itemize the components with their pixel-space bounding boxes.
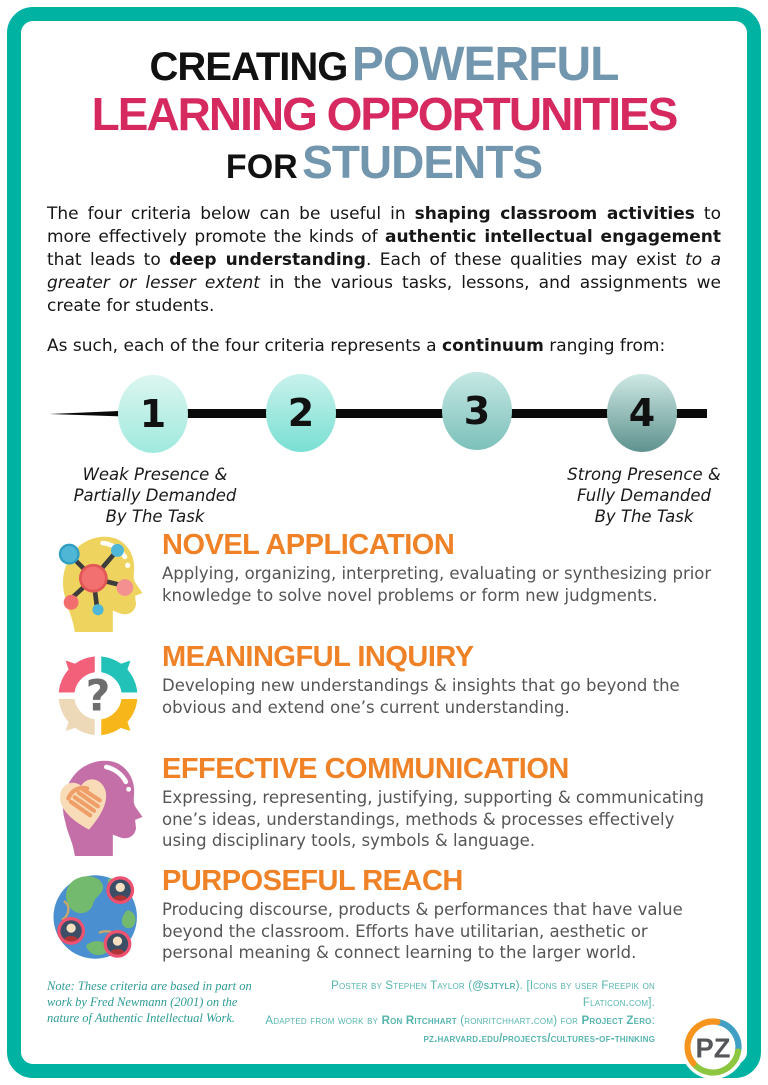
footer: Note: These criteria are based in part o… (47, 978, 721, 1049)
question-arrows-icon: ? (47, 642, 149, 744)
head-network-icon (47, 530, 149, 632)
continuum-weak-label: Weak Presence & Partially Demanded By Th… (73, 464, 237, 526)
continuum-point-4: 4 (607, 373, 677, 452)
title-line-3: FOR STUDENTS (47, 139, 721, 185)
criterion-description: Developing new understandings & insights… (162, 676, 680, 717)
svg-text:2: 2 (288, 391, 314, 435)
svg-text:4: 4 (629, 391, 655, 435)
criterion-description: Expressing, representing, justifying, su… (162, 788, 704, 851)
title-learning-opportunities: LEARNING OPPORTUNITIES (91, 88, 679, 140)
project-zero-logo: PZ (680, 1014, 746, 1080)
footer-note: Note: These criteria are based in part o… (47, 978, 252, 1026)
title-powerful: POWERFUL (351, 38, 620, 91)
criterion-description: Applying, organizing, interpreting, eval… (162, 564, 712, 605)
title-students: STUDENTS (302, 136, 543, 188)
criterion-purposeful-reach: PURPOSEFUL REACH Producing discourse, pr… (47, 864, 721, 968)
title-for: FOR (225, 148, 298, 186)
poster-title: CREATING POWERFUL LEARNING OPPORTUNITIES… (47, 41, 721, 186)
intro-paragraph: The four criteria below can be useful in… (47, 204, 722, 317)
criterion-title: NOVEL APPLICATION (162, 528, 455, 561)
footer-credits: Poster by Stephen Taylor (@sjtylr). [Ico… (265, 978, 721, 1049)
title-line-2: LEARNING OPPORTUNITIES (47, 91, 721, 137)
continuum-point-2: 2 (266, 373, 336, 452)
pz-logo-text: PZ (696, 1032, 731, 1063)
heart-hand-head-icon (47, 754, 149, 856)
poster-frame: CREATING POWERFUL LEARNING OPPORTUNITIES… (7, 7, 761, 1078)
credit-line-1: Poster by Stephen Taylor (@sjtylr). [Ico… (331, 979, 655, 1010)
continuum-point-1: 1 (118, 374, 188, 453)
svg-text:3: 3 (464, 389, 490, 433)
criterion-title: EFFECTIVE COMMUNICATION (162, 752, 569, 785)
title-creating: CREATING (149, 45, 348, 89)
criterion-effective-communication: EFFECTIVE COMMUNICATION Expressing, repr… (47, 752, 721, 856)
continuum-point-3: 3 (442, 371, 512, 450)
continuum-strong-label: Strong Presence & Fully Demanded By The … (567, 464, 721, 526)
credit-line-2: Adapted from work by Ron Ritchhart (ronr… (265, 1015, 655, 1045)
svg-text:1: 1 (140, 392, 166, 436)
continuum-lead-sentence: As such, each of the four criteria repre… (47, 335, 666, 356)
criterion-meaningful-inquiry: ? MEANINGFUL INQUIRY Developing new unde… (47, 640, 721, 744)
continuum-line (49, 408, 707, 418)
continuum-graphic: 1 2 3 4 (49, 371, 707, 453)
svg-text:?: ? (86, 671, 111, 721)
criterion-novel-application: NOVEL APPLICATION Applying, organizing, … (47, 528, 721, 632)
criterion-title: PURPOSEFUL REACH (162, 864, 463, 897)
criterion-description: Producing discourse, products & performa… (162, 900, 683, 963)
globe-people-icon (47, 866, 149, 968)
criterion-title: MEANINGFUL INQUIRY (162, 640, 474, 673)
title-line-1: CREATING POWERFUL (47, 41, 721, 89)
continuum-scale: 1 2 3 4 Weak Presence & Partially Demand… (47, 368, 721, 526)
